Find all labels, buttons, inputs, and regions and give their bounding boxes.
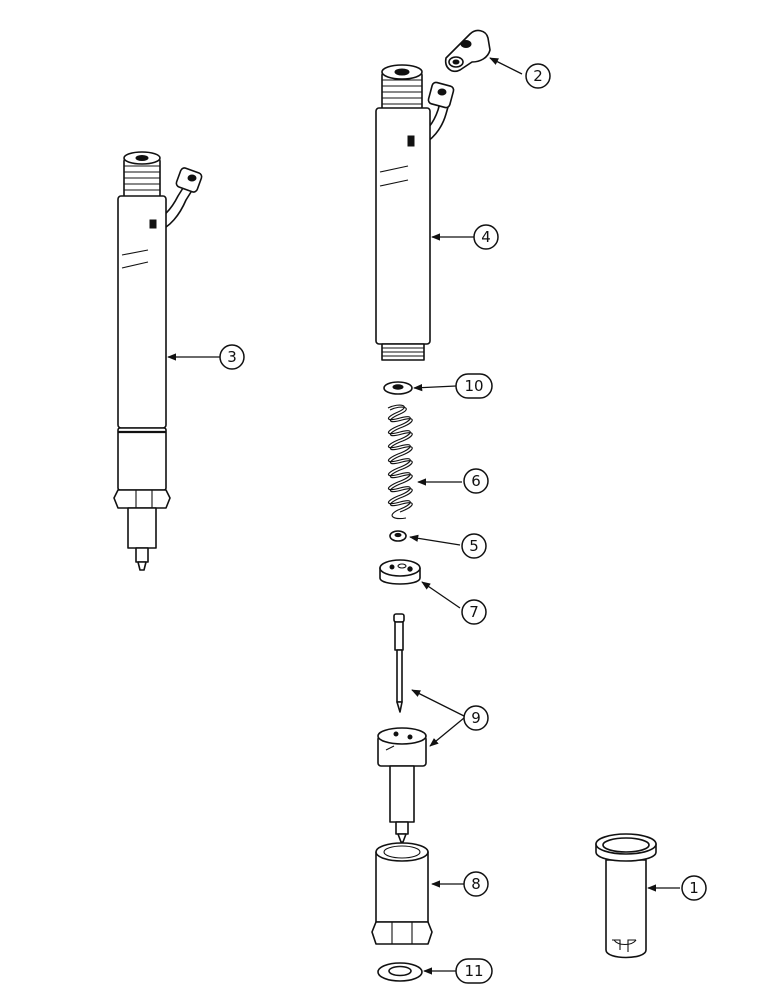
callout-11: 11 bbox=[455, 958, 493, 984]
callout-1: 1 bbox=[681, 875, 707, 901]
clamp-bracket bbox=[444, 29, 491, 73]
callout-4: 4 bbox=[473, 224, 499, 250]
callout-label: 7 bbox=[469, 603, 479, 621]
assembled-injector bbox=[113, 151, 203, 571]
nozzle-needle bbox=[393, 613, 405, 713]
callout-5: 5 bbox=[461, 533, 487, 559]
callout-label: 5 bbox=[469, 537, 479, 555]
callout-label: 9 bbox=[471, 709, 481, 727]
callout-label: 1 bbox=[689, 879, 699, 897]
callout-label: 6 bbox=[471, 472, 481, 490]
callout-7: 7 bbox=[461, 599, 487, 625]
callout-label: 4 bbox=[481, 228, 491, 246]
callout-3: 3 bbox=[219, 344, 245, 370]
injector-sleeve bbox=[595, 833, 657, 959]
nozzle-body bbox=[377, 727, 427, 843]
callout-label: 11 bbox=[464, 962, 483, 980]
leader-lines bbox=[167, 57, 680, 975]
callout-label: 3 bbox=[227, 348, 237, 366]
callout-label: 8 bbox=[471, 875, 481, 893]
callout-8: 8 bbox=[463, 871, 489, 897]
spring-seat bbox=[389, 530, 407, 542]
injector-body bbox=[375, 64, 455, 361]
callout-6: 6 bbox=[463, 468, 489, 494]
spring bbox=[387, 404, 413, 520]
callout-label: 10 bbox=[464, 377, 483, 395]
shim-washer bbox=[383, 381, 413, 395]
nozzle-nut bbox=[371, 842, 433, 945]
sealing-washer bbox=[377, 962, 423, 982]
callout-9: 9 bbox=[463, 705, 489, 731]
intermediate-plate bbox=[379, 559, 421, 585]
callout-label: 2 bbox=[533, 67, 543, 85]
callout-2: 2 bbox=[525, 63, 551, 89]
callout-10: 10 bbox=[455, 373, 493, 399]
